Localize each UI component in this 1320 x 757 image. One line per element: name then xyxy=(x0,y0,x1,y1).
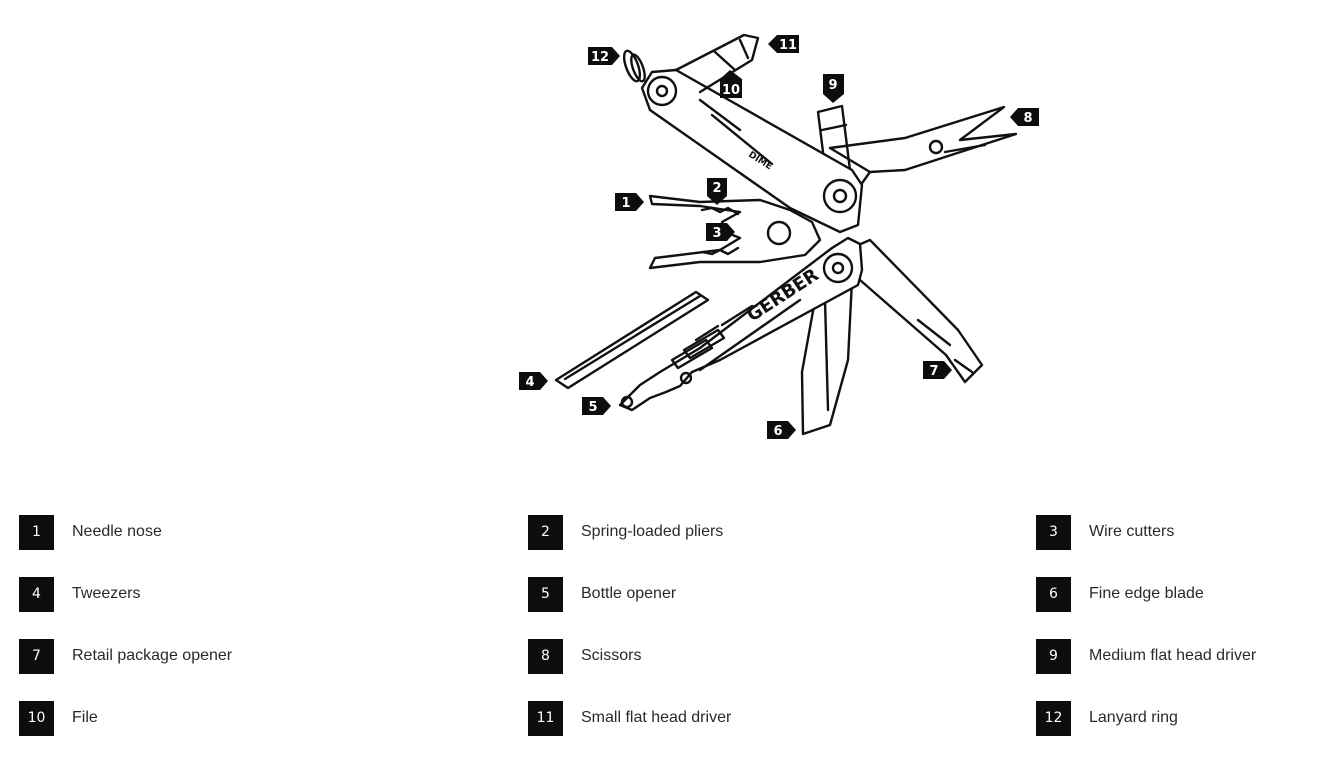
callout-7: 7 xyxy=(923,361,952,379)
legend-item: 4 Tweezers xyxy=(19,576,140,612)
svg-text:11: 11 xyxy=(779,38,797,53)
package-opener-tool xyxy=(840,238,984,384)
legend-label: Retail package opener xyxy=(72,647,233,664)
legend-row: 1 Needle nose 2 Spring-loaded pliers 3 W… xyxy=(0,514,1320,550)
legend-number-badge: 10 xyxy=(19,700,54,736)
legend-number-badge: 1 xyxy=(19,514,54,550)
upper-handle: DIME xyxy=(640,68,864,234)
legend-item: 6 Fine edge blade xyxy=(1036,576,1204,612)
legend-number-badge: 7 xyxy=(19,638,54,674)
legend-label: Medium flat head driver xyxy=(1089,647,1257,664)
legend-item: 7 Retail package opener xyxy=(19,638,232,674)
svg-text:3: 3 xyxy=(712,226,721,241)
legend-item: 11 Small flat head driver xyxy=(528,700,731,736)
legend-number-badge: 6 xyxy=(1036,576,1071,612)
svg-text:4: 4 xyxy=(525,375,534,390)
callout-3: 3 xyxy=(706,223,735,241)
legend-label: Tweezers xyxy=(72,585,141,602)
callout-8: 8 xyxy=(1010,108,1039,126)
legend-label: Fine edge blade xyxy=(1089,585,1204,602)
legend-number-badge: 3 xyxy=(1036,514,1071,550)
callout-5: 5 xyxy=(582,397,611,415)
svg-text:2: 2 xyxy=(712,181,721,196)
legend-label: File xyxy=(72,709,98,726)
legend-item: 8 Scissors xyxy=(528,638,641,674)
legend-row: 4 Tweezers 5 Bottle opener 6 Fine edge b… xyxy=(0,576,1320,612)
legend-label: Small flat head driver xyxy=(581,709,732,726)
multitool-diagram: DIME GERBER xyxy=(519,33,1039,439)
svg-text:8: 8 xyxy=(1023,111,1032,126)
legend-number-badge: 5 xyxy=(528,576,563,612)
svg-text:1: 1 xyxy=(621,196,630,211)
callout-4: 4 xyxy=(519,372,548,390)
tweezers-tool xyxy=(554,290,710,390)
legend-label: Scissors xyxy=(581,647,642,664)
svg-text:5: 5 xyxy=(588,400,597,415)
file-tool xyxy=(674,33,760,94)
legend-item: 3 Wire cutters xyxy=(1036,514,1174,550)
legend-item: 5 Bottle opener xyxy=(528,576,676,612)
legend-row: 7 Retail package opener 8 Scissors 9 Med… xyxy=(0,638,1320,674)
legend-label: Bottle opener xyxy=(581,585,677,602)
legend-number-badge: 8 xyxy=(528,638,563,674)
legend-number-badge: 11 xyxy=(528,700,563,736)
svg-text:6: 6 xyxy=(773,424,782,439)
callout-11: 11 xyxy=(768,35,799,53)
legend-number-badge: 12 xyxy=(1036,700,1071,736)
callout-12: 12 xyxy=(588,47,620,65)
legend-item: 1 Needle nose xyxy=(19,514,162,550)
legend-row: 10 File 11 Small flat head driver 12 Lan… xyxy=(0,700,1320,736)
svg-text:10: 10 xyxy=(722,83,740,98)
legend-item: 10 File xyxy=(19,700,98,736)
legend-label: Spring-loaded pliers xyxy=(581,523,724,540)
lanyard-ring xyxy=(622,49,646,83)
legend-number-badge: 4 xyxy=(19,576,54,612)
legend-label: Needle nose xyxy=(72,523,162,540)
callout-1: 1 xyxy=(615,193,644,211)
callout-6: 6 xyxy=(767,421,796,439)
legend-number-badge: 2 xyxy=(528,514,563,550)
callout-9: 9 xyxy=(823,74,844,103)
legend-item: 9 Medium flat head driver xyxy=(1036,638,1256,674)
callout-10: 10 xyxy=(720,70,742,98)
svg-text:9: 9 xyxy=(828,78,837,93)
legend-item: 12 Lanyard ring xyxy=(1036,700,1178,736)
callout-2: 2 xyxy=(707,178,727,205)
legend-label: Lanyard ring xyxy=(1089,709,1178,726)
legend-number-badge: 9 xyxy=(1036,638,1071,674)
svg-text:7: 7 xyxy=(929,364,938,379)
svg-text:12: 12 xyxy=(591,50,609,65)
legend-label: Wire cutters xyxy=(1089,523,1175,540)
legend-item: 2 Spring-loaded pliers xyxy=(528,514,723,550)
